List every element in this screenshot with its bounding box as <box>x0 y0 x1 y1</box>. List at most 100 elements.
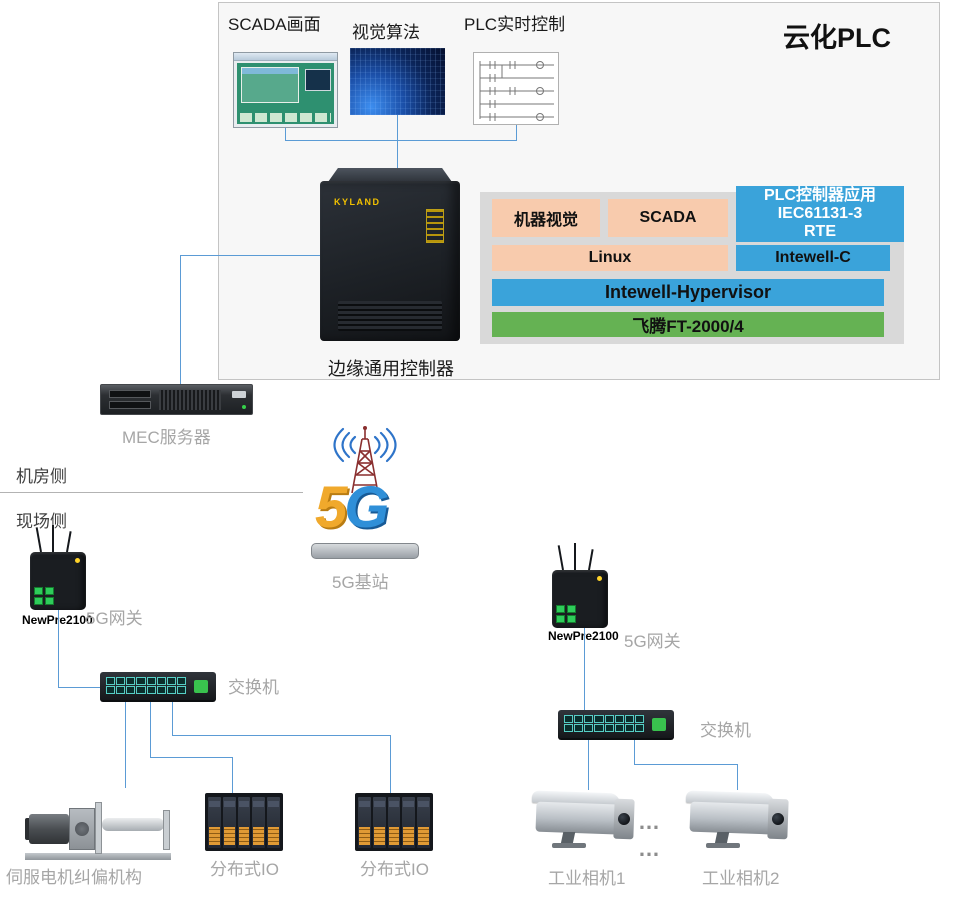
connector-line <box>390 735 391 793</box>
connector-line <box>397 140 398 168</box>
gateway-body <box>552 570 608 628</box>
connector-line <box>285 128 286 140</box>
port-slot <box>634 724 644 732</box>
servo-cylinder-rod <box>102 818 164 831</box>
switch-chip <box>194 680 208 693</box>
servo-label: 伺服电机纠偏机构 <box>6 868 142 887</box>
servo-motor-mechanism-device <box>25 788 173 862</box>
port-slot <box>604 724 614 732</box>
connector-line <box>588 740 589 790</box>
port-slot <box>136 677 146 685</box>
switch-chip <box>652 718 666 731</box>
switch-left-label: 交换机 <box>228 678 279 697</box>
kyland-brand-logo: KYLAND <box>334 197 381 207</box>
port-slot <box>624 715 634 723</box>
port-slot <box>614 724 624 732</box>
gateway-body <box>30 552 86 610</box>
io-module <box>237 797 251 848</box>
distributed-io-right-label: 分布式IO <box>360 860 429 879</box>
5g-base-station: 5G <box>303 423 428 563</box>
connector-line <box>584 628 585 710</box>
connector-line <box>232 757 233 793</box>
port-slot <box>574 715 584 723</box>
port-slot <box>556 605 565 613</box>
stack-linux-box: Linux <box>492 245 728 271</box>
port-slot <box>126 677 136 685</box>
gateway-right-label: 5G网关 <box>624 632 681 651</box>
5g-gateway-left-device <box>18 525 108 615</box>
stack-intewell-c-box: Intewell-C <box>736 245 890 271</box>
ladder-logic-drawing <box>479 61 554 121</box>
connector-line <box>172 735 391 736</box>
connector-line <box>58 687 101 688</box>
5g-logo-five: 5 <box>315 475 347 540</box>
5g-base-station-label: 5G基站 <box>332 573 389 592</box>
plc-ladder-thumbnail <box>473 52 559 125</box>
antenna <box>35 527 42 553</box>
port-slot <box>556 615 565 623</box>
stack-hypervisor-box: Intewell-Hypervisor <box>492 279 884 306</box>
servo-gearbox <box>69 808 95 850</box>
scada-screen-label: SCADA画面 <box>228 15 321 34</box>
vision-algorithm-label: 视觉算法 <box>352 23 420 42</box>
connector-line <box>125 702 126 788</box>
io-module <box>222 797 236 848</box>
mec-server-label: MEC服务器 <box>122 428 211 447</box>
vision-algorithm-thumbnail <box>350 48 445 115</box>
port-slot <box>594 715 604 723</box>
connector-line <box>397 115 398 140</box>
5g-logo: 5G <box>315 479 389 537</box>
antenna <box>574 543 576 570</box>
stack-scada-box: SCADA <box>608 199 728 237</box>
plc-realtime-label: PLC实时控制 <box>464 15 566 34</box>
industrial-camera-2-device <box>685 790 792 852</box>
servo-motor-cap <box>25 818 31 840</box>
port-slot <box>567 615 576 623</box>
radio-tower-icon <box>333 426 397 494</box>
port-slot <box>156 686 166 694</box>
servo-motor <box>29 814 69 844</box>
connector-line <box>180 255 181 384</box>
scada-window-body <box>237 63 334 124</box>
camera-body <box>535 801 617 835</box>
mec-server-device <box>100 384 253 415</box>
field-side-label: 现场侧 <box>16 512 67 531</box>
ethernet-switch-right-device <box>558 710 674 740</box>
cloud-plc-title: 云化PLC <box>783 23 891 53</box>
stack-cpu-box: 飞腾FT-2000/4 <box>492 312 884 337</box>
more-cameras-ellipsis: … … <box>638 809 660 861</box>
edge-controller-label: 边缘通用控制器 <box>328 359 454 379</box>
port-slot <box>584 715 594 723</box>
port-slot <box>574 724 584 732</box>
gateway-ports <box>34 587 54 605</box>
scada-inner-window <box>241 67 299 103</box>
port-slot <box>156 677 166 685</box>
port-slot <box>146 677 156 685</box>
port-slot <box>146 686 156 694</box>
connector-line <box>285 140 517 141</box>
port-slot <box>126 686 136 694</box>
gateway-right-model-label: NewPre2100 <box>548 629 619 643</box>
port-slot <box>614 715 624 723</box>
antenna <box>588 549 594 571</box>
io-module <box>417 797 430 848</box>
io-module <box>358 797 371 848</box>
port-slot <box>564 724 574 732</box>
camera-body <box>689 801 771 835</box>
connector-line <box>634 740 635 764</box>
gateway-left-model-label: NewPre2100 <box>22 613 93 627</box>
io-module <box>372 797 386 848</box>
io-module <box>387 797 401 848</box>
distributed-io-left-label: 分布式IO <box>210 860 279 879</box>
port-slot <box>176 686 186 694</box>
servo-end-flange <box>163 810 170 850</box>
stack-machine-vision-box: 机器视觉 <box>492 199 600 237</box>
switch-right-label: 交换机 <box>700 721 751 740</box>
port-slot <box>176 677 186 685</box>
gateway-led <box>597 576 602 581</box>
port-slot <box>584 724 594 732</box>
camera-2-label: 工业相机2 <box>702 869 780 888</box>
port-slot <box>34 587 43 595</box>
server-vent-grid <box>159 390 221 410</box>
io-module <box>402 797 416 848</box>
